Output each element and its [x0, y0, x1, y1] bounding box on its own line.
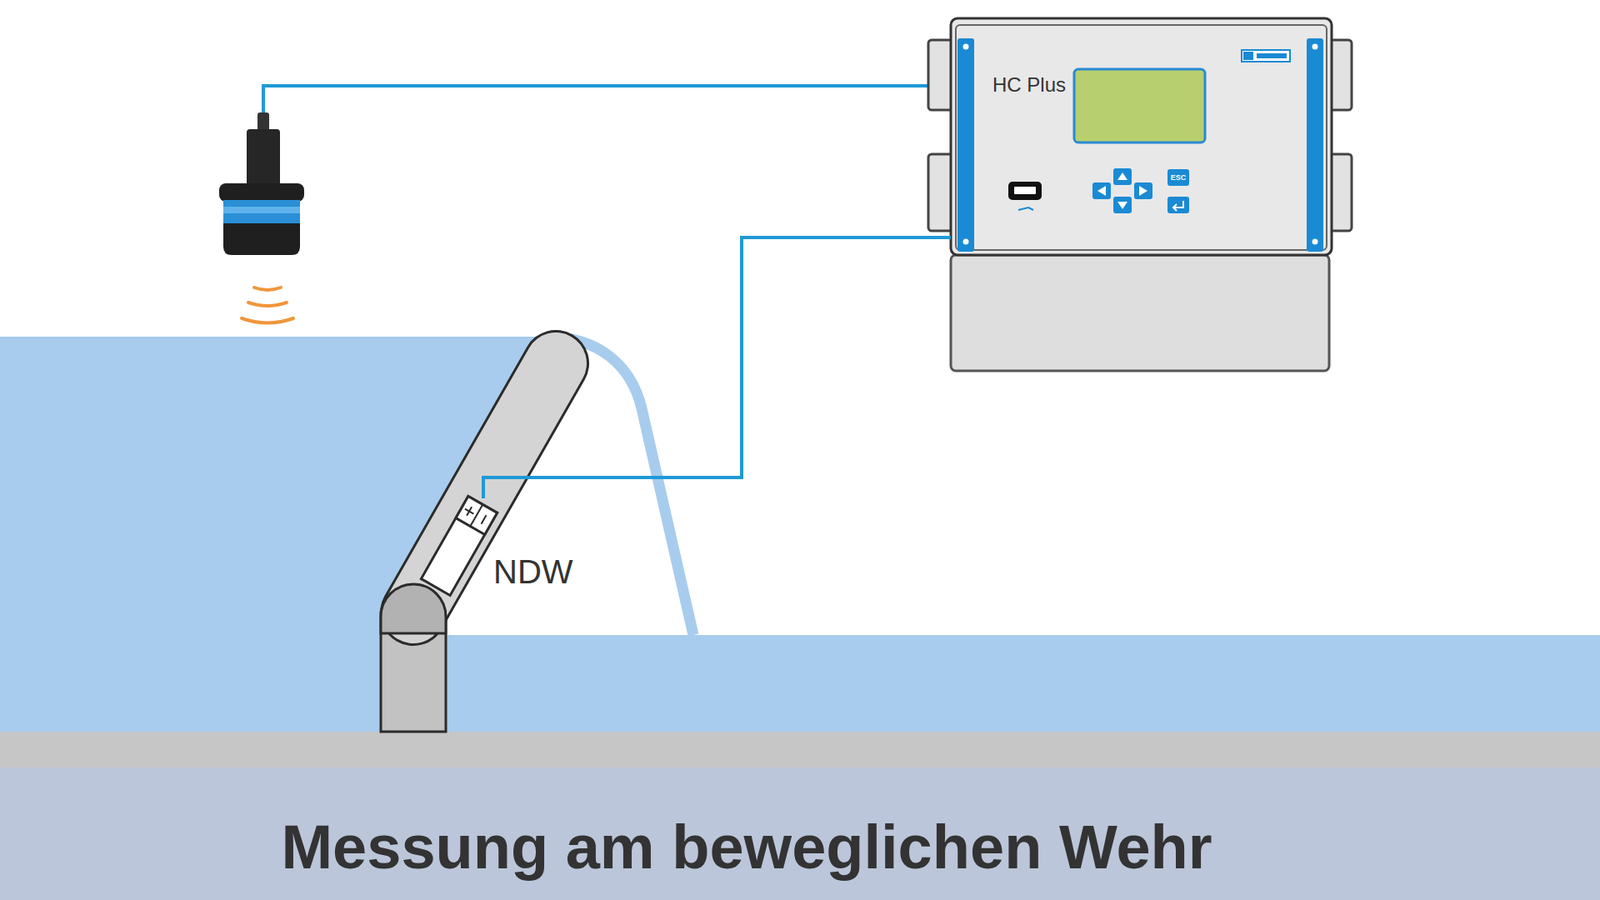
sensor-flange	[219, 183, 305, 202]
key-up	[1113, 168, 1132, 185]
sensor-band-highlight	[223, 206, 300, 214]
node-label: NDW	[493, 553, 574, 591]
weir-hinge	[380, 584, 446, 634]
headwater	[0, 336, 557, 732]
ultrasonic-wave	[248, 302, 287, 306]
screw	[1312, 239, 1319, 245]
signal-cable	[483, 237, 951, 499]
ultrasonic-wave	[254, 287, 281, 290]
sensor-body	[420, 496, 497, 596]
logo-mark	[1243, 51, 1254, 60]
logo-letters	[1256, 53, 1287, 59]
cable-gland	[257, 112, 270, 131]
key-left	[1092, 182, 1111, 200]
key-esc	[1167, 169, 1190, 186]
key-enter	[1167, 196, 1190, 214]
caption: Messung am beweglichen Wehr	[0, 810, 1494, 885]
sensor-band	[223, 200, 300, 225]
sensor-cable	[263, 85, 929, 115]
enter-symbol	[1173, 200, 1184, 211]
tailwater	[445, 635, 1600, 732]
ultrasonic-wave	[241, 318, 294, 324]
screw	[1312, 44, 1319, 50]
usb-port	[1008, 181, 1042, 200]
panel-inner-edge	[955, 25, 1327, 250]
usb-icon	[1018, 207, 1034, 210]
key-label: ESC	[1167, 169, 1190, 186]
screw	[963, 239, 970, 245]
caption-band	[0, 767, 1600, 900]
ground-band	[0, 731, 1600, 769]
arrow-down	[1117, 201, 1128, 210]
screw	[963, 44, 970, 50]
node-label: HC Plus	[992, 73, 1066, 97]
key-right	[1134, 182, 1153, 200]
sensor-body	[223, 223, 300, 255]
usb-slot	[1014, 186, 1036, 195]
sensor-thread	[246, 129, 280, 186]
controller-device: HC Plus	[950, 18, 1332, 255]
logo	[1241, 50, 1290, 62]
key-down	[1113, 196, 1132, 214]
arrow-up	[1117, 172, 1128, 180]
display	[1074, 69, 1205, 143]
blue-strip	[957, 38, 975, 252]
polarity-mark	[462, 504, 487, 524]
blue-strip	[1306, 38, 1324, 252]
pressure-sensor: NDW	[408, 498, 584, 596]
arrow-right	[1139, 185, 1148, 196]
sensor-terminal	[455, 496, 498, 535]
sensor-housing	[420, 496, 497, 596]
terminal-box	[950, 255, 1330, 371]
arrow-left	[1097, 185, 1106, 196]
device-panel	[950, 18, 1332, 255]
